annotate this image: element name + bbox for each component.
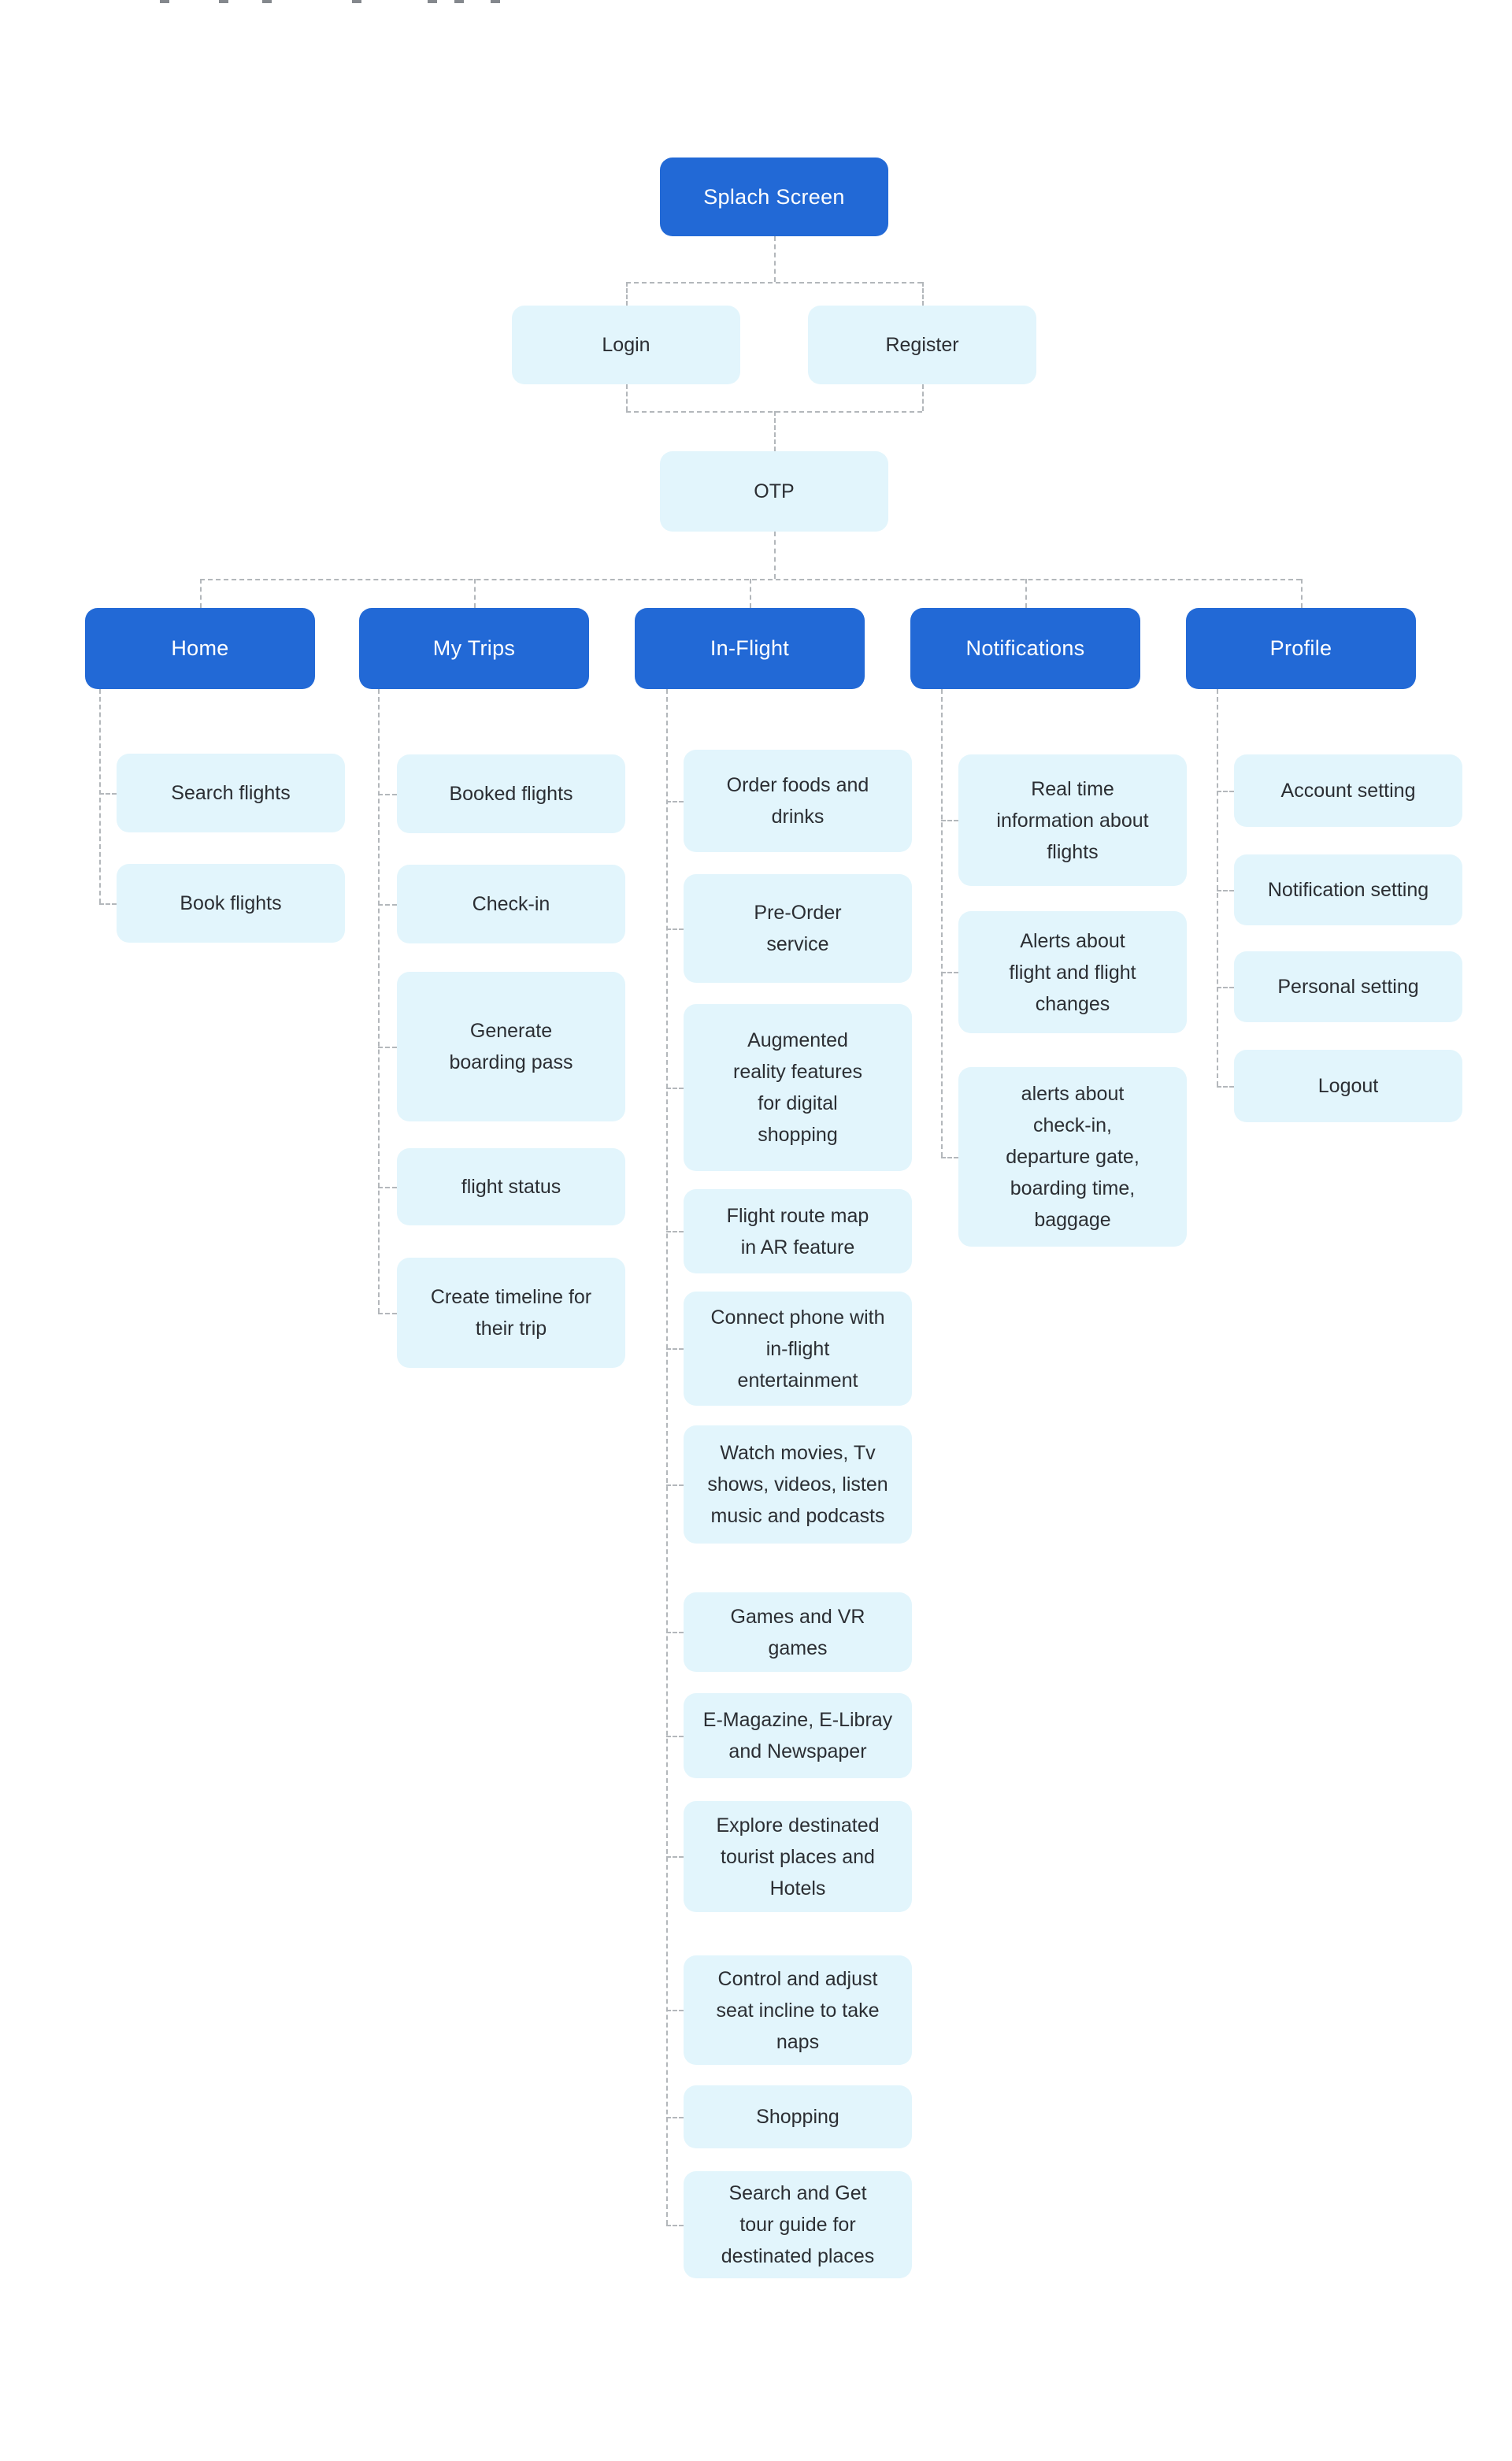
cropped-title-fragment bbox=[428, 0, 437, 3]
connector bbox=[99, 793, 117, 795]
connector bbox=[378, 689, 380, 1313]
connector bbox=[666, 689, 668, 2225]
connector bbox=[922, 384, 924, 411]
connector bbox=[378, 904, 397, 906]
node-generate-boarding-pass[interactable]: Generate boarding pass bbox=[397, 972, 625, 1121]
connector bbox=[666, 2010, 684, 2011]
cropped-title-fragment bbox=[262, 0, 272, 3]
node-login[interactable]: Login bbox=[512, 306, 740, 384]
connector bbox=[666, 2225, 684, 2226]
connector bbox=[941, 689, 943, 1157]
cropped-title-fragment bbox=[219, 0, 228, 3]
connector bbox=[666, 1484, 684, 1486]
node-my-trips[interactable]: My Trips bbox=[359, 608, 589, 689]
cropped-title-fragment bbox=[454, 0, 464, 3]
node-pre-order-service[interactable]: Pre-Order service bbox=[684, 874, 912, 983]
node-shopping[interactable]: Shopping bbox=[684, 2085, 912, 2148]
connector bbox=[1217, 791, 1234, 792]
connector bbox=[626, 282, 628, 306]
connector bbox=[774, 532, 776, 579]
connector bbox=[922, 282, 924, 306]
connector bbox=[1025, 579, 1027, 608]
connector bbox=[666, 1231, 684, 1232]
connector bbox=[474, 579, 476, 608]
connector bbox=[941, 820, 958, 821]
connector bbox=[1217, 987, 1234, 988]
cropped-title-fragment bbox=[352, 0, 361, 3]
node-flight-status[interactable]: flight status bbox=[397, 1148, 625, 1225]
connector bbox=[774, 236, 776, 282]
node-personal-setting[interactable]: Personal setting bbox=[1234, 951, 1462, 1022]
node-otp[interactable]: OTP bbox=[660, 451, 888, 532]
connector bbox=[666, 1088, 684, 1089]
connector bbox=[666, 801, 684, 802]
connector bbox=[378, 1187, 397, 1188]
node-notification-setting[interactable]: Notification setting bbox=[1234, 854, 1462, 925]
node-watch-movies-music[interactable]: Watch movies, Tv shows, videos, listen m… bbox=[684, 1425, 912, 1544]
node-notifications[interactable]: Notifications bbox=[910, 608, 1140, 689]
node-profile[interactable]: Profile bbox=[1186, 608, 1416, 689]
node-in-flight[interactable]: In-Flight bbox=[635, 608, 865, 689]
node-search-flights[interactable]: Search flights bbox=[117, 754, 345, 832]
connector bbox=[378, 794, 397, 795]
connector bbox=[626, 384, 628, 411]
connector bbox=[99, 689, 101, 903]
node-account-setting[interactable]: Account setting bbox=[1234, 754, 1462, 827]
node-games-vr[interactable]: Games and VR games bbox=[684, 1592, 912, 1672]
node-register[interactable]: Register bbox=[808, 306, 1036, 384]
node-booked-flights[interactable]: Booked flights bbox=[397, 754, 625, 833]
node-ar-digital-shopping[interactable]: Augmented reality features for digital s… bbox=[684, 1004, 912, 1171]
node-flight-route-map-ar[interactable]: Flight route map in AR feature bbox=[684, 1189, 912, 1273]
node-check-in[interactable]: Check-in bbox=[397, 865, 625, 943]
node-home[interactable]: Home bbox=[85, 608, 315, 689]
node-create-timeline[interactable]: Create timeline for their trip bbox=[397, 1258, 625, 1368]
node-flight-change-alerts[interactable]: Alerts about flight and flight changes bbox=[958, 911, 1187, 1033]
connector bbox=[941, 972, 958, 973]
connector bbox=[1301, 579, 1303, 608]
connector bbox=[666, 1856, 684, 1858]
node-tour-guide[interactable]: Search and Get tour guide for destinated… bbox=[684, 2171, 912, 2278]
connector bbox=[99, 903, 117, 905]
connector bbox=[666, 2117, 684, 2118]
node-seat-incline[interactable]: Control and adjust seat incline to take … bbox=[684, 1955, 912, 2065]
connector bbox=[378, 1047, 397, 1048]
node-checkin-gate-alerts[interactable]: alerts about check-in, departure gate, b… bbox=[958, 1067, 1187, 1247]
cropped-title-fragment bbox=[160, 0, 169, 3]
cropped-title-fragment bbox=[491, 0, 500, 3]
connector bbox=[666, 928, 684, 930]
connector bbox=[378, 1313, 397, 1314]
connector bbox=[666, 1348, 684, 1350]
node-realtime-flight-info[interactable]: Real time information about flights bbox=[958, 754, 1187, 886]
node-connect-phone-entertainment[interactable]: Connect phone with in-flight entertainme… bbox=[684, 1292, 912, 1406]
connector bbox=[1217, 689, 1218, 1086]
connector bbox=[941, 1157, 958, 1158]
connector bbox=[200, 579, 202, 608]
connector bbox=[774, 411, 776, 451]
connector bbox=[626, 282, 922, 284]
node-explore-tourist-places[interactable]: Explore destinated tourist places and Ho… bbox=[684, 1801, 912, 1912]
connector bbox=[666, 1632, 684, 1633]
node-splash-screen[interactable]: Splach Screen bbox=[660, 158, 888, 236]
node-logout[interactable]: Logout bbox=[1234, 1050, 1462, 1122]
node-book-flights[interactable]: Book flights bbox=[117, 864, 345, 943]
connector bbox=[1217, 890, 1234, 891]
node-emagazine-newspaper[interactable]: E-Magazine, E-Libray and Newspaper bbox=[684, 1693, 912, 1778]
node-order-foods-drinks[interactable]: Order foods and drinks bbox=[684, 750, 912, 852]
connector bbox=[1217, 1086, 1234, 1088]
connector bbox=[750, 579, 751, 608]
connector bbox=[666, 1736, 684, 1737]
